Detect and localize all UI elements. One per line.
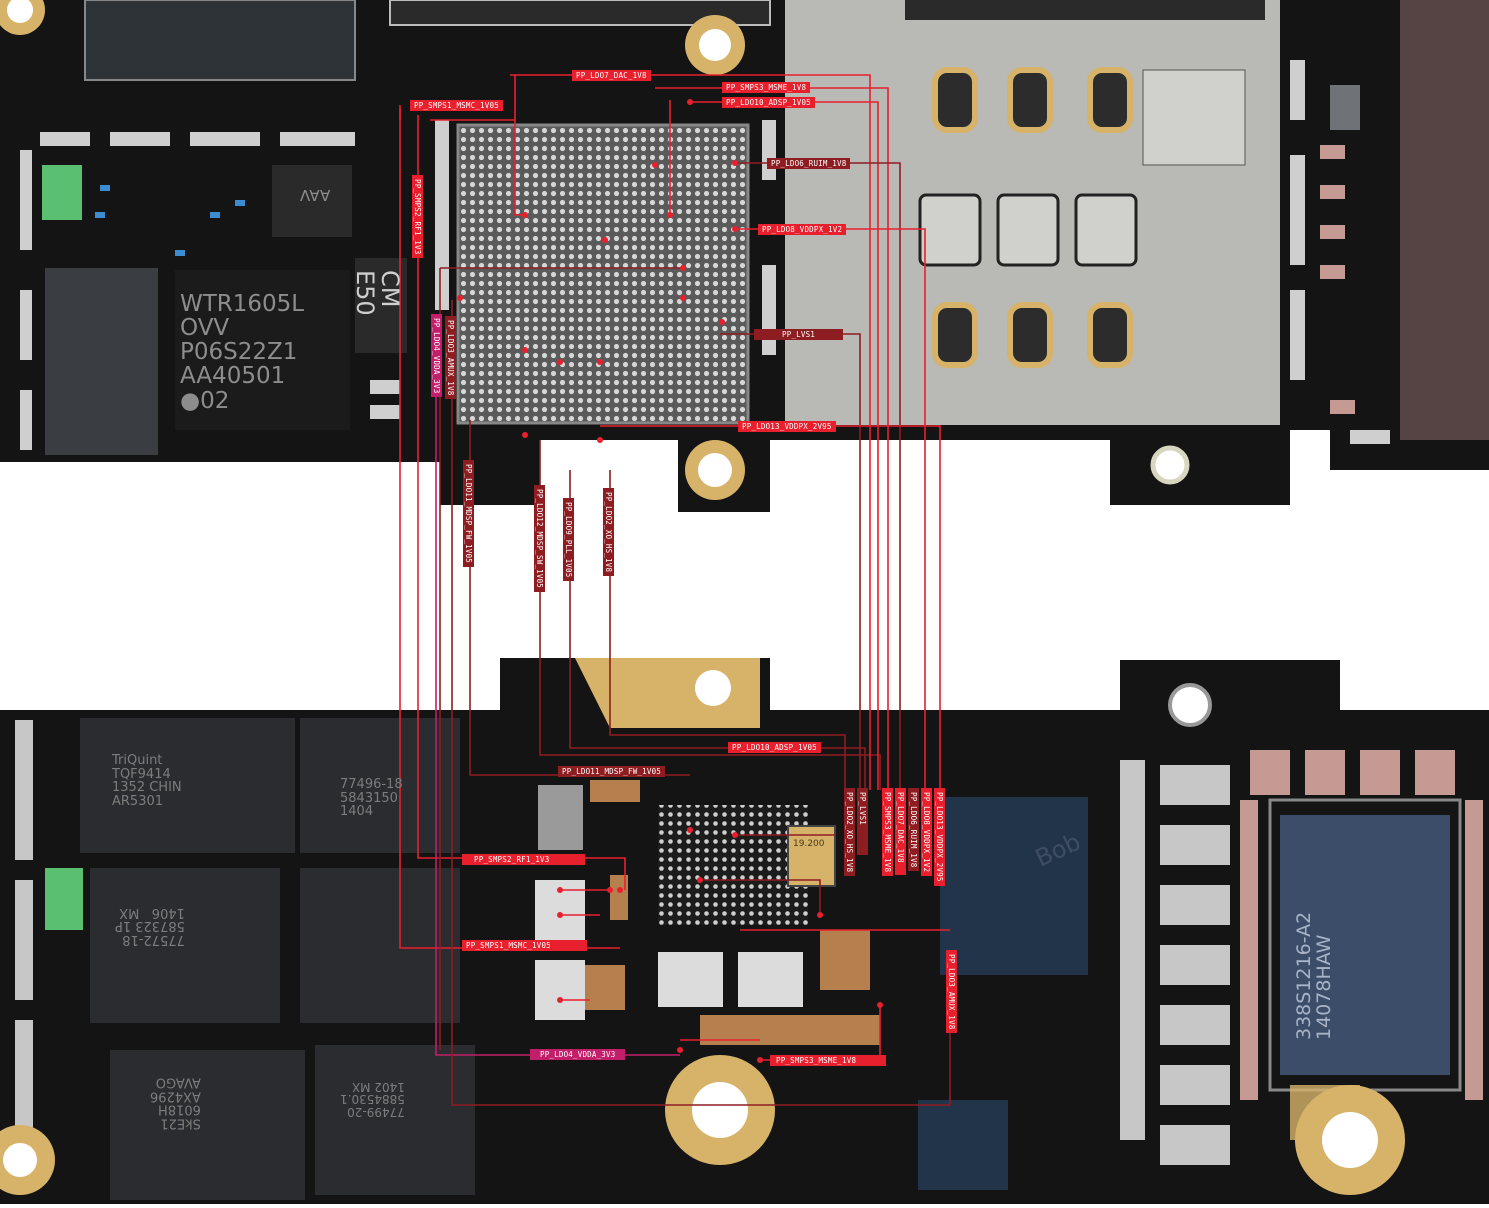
cm-chip-marking: CM E50 xyxy=(350,270,404,316)
wtr-chip-marking: WTR1605L OVV P06S22Z1 AA40501 ●02 xyxy=(180,291,305,414)
label-top-ldo8: PP_LDO8_VDDPX_1V2 xyxy=(758,224,847,235)
trace-endpoint xyxy=(677,1047,683,1053)
label-bottom-smps2: PP_SMPS2_RF1_1V3 xyxy=(462,854,586,865)
trace-endpoint xyxy=(522,347,528,353)
label-bottom-ldo11: PP_LDO11_MDSP_FW_1V05 xyxy=(558,766,666,777)
label-bottom-smps3-vertical: PP_SMPS3_MSME_1V8 xyxy=(882,788,893,877)
aav-chip-marking: AAV xyxy=(300,185,331,204)
trace-line xyxy=(430,100,671,215)
label-bottom-ldo3-vertical: PP_LDO3_AMUX_1V8 xyxy=(946,950,957,1034)
trace-endpoint xyxy=(607,887,613,893)
trace-line xyxy=(514,75,525,216)
label-top-ldo11-vertical: PP_LDO11_MDSP_FW_1V05 xyxy=(463,460,474,568)
bottom-board xyxy=(0,658,1489,1204)
trace-endpoint xyxy=(557,359,563,365)
trace-endpoint xyxy=(522,212,528,218)
top-board xyxy=(0,0,1489,512)
trace-line xyxy=(539,440,881,790)
triquint-chip-marking: TriQuint TQF9414 1352 CHIN AR5301 xyxy=(112,753,182,809)
trace-endpoint xyxy=(687,827,693,833)
label-top-ldo3-vertical: PP_LDO3_AMUX_1V8 xyxy=(445,316,456,400)
trace-endpoint xyxy=(597,359,603,365)
trace-endpoint xyxy=(617,887,623,893)
label-bottom-smps3: PP_SMPS3_MSME_1V8 xyxy=(770,1055,887,1066)
label-bottom-ldo4: PP_LDO4_VDDA_3V3 xyxy=(530,1049,626,1060)
label-bottom-ldo10: PP_LDO10_ADSP_1V05 xyxy=(728,742,821,753)
label-bottom-ldo7-vertical: PP_LDO7_DAC_1V8 xyxy=(895,788,906,875)
label-top-smps3: PP_SMPS3_MSME_1V8 xyxy=(722,82,811,93)
trace-line xyxy=(560,889,760,1041)
label-top-smps2-vertical: PP_SMPS2_RF1_1V3 xyxy=(412,175,423,259)
trace-line xyxy=(600,425,941,790)
trace-endpoint xyxy=(757,1057,763,1063)
trace-endpoint xyxy=(877,1002,883,1008)
trace-line xyxy=(700,834,835,915)
trace-endpoint xyxy=(687,99,693,105)
trace-endpoint xyxy=(602,237,608,243)
trace-endpoint xyxy=(557,887,563,893)
trace-line xyxy=(609,470,846,790)
label-top-ldo9-vertical: PP_LDO9_PLL_1V05 xyxy=(563,498,574,582)
label-bottom-lvs1-vertical: PP_LVS1 xyxy=(857,788,868,856)
label-bottom-ldo6-vertical: PP_LDO6_RUIM_1V8 xyxy=(908,788,919,872)
trace-endpoint xyxy=(732,832,738,838)
label-bottom-smps1: PP_SMPS1_MSMC_1V05 xyxy=(462,940,587,951)
label-bottom-ldo13-vertical: PP_LDO13_VDDPX_2V95 xyxy=(934,788,945,886)
trace-endpoint xyxy=(557,912,563,918)
trace-endpoint xyxy=(732,160,738,166)
label-top-ldo12-vertical: PP_LDO12_MDSP_SW_1V05 xyxy=(534,485,545,593)
trace-endpoint xyxy=(557,997,563,1003)
trace-line xyxy=(451,300,951,1106)
label-top-ldo2-vertical: PP_LDO2_XO_HS_1V8 xyxy=(603,488,614,577)
trace-endpoint xyxy=(697,877,703,883)
trace-endpoint xyxy=(817,912,823,918)
label-top-smps1: PP_SMPS1_MSMC_1V05 xyxy=(410,100,503,111)
sky-chip-marking: SkE21 6018H AX4296 AVAGO xyxy=(150,1074,201,1131)
apple-chip-marking: 338S1216-A2 14078HAW xyxy=(1293,911,1335,1040)
trace-endpoint xyxy=(719,319,725,325)
label-top-ldo4-vertical: PP_LDO4_VDDA_3V3 xyxy=(431,314,442,398)
trace-layer xyxy=(399,74,951,1106)
trace-endpoint xyxy=(680,265,686,271)
label-top-ldo13: PP_LDO13_VDDPX_2V95 xyxy=(738,421,836,432)
label-top-ldo10: PP_LDO10_ADSP_1V05 xyxy=(722,97,815,108)
trace-endpoint xyxy=(522,432,528,438)
label-top-ldo7: PP_LDO7_DAC_1V8 xyxy=(572,70,651,81)
trace-endpoint xyxy=(652,162,658,168)
trace-endpoint xyxy=(680,295,686,301)
label-bottom-ldo8-vertical: PP_LDO8_VDDPX_1V2 xyxy=(921,788,932,877)
trace-endpoint xyxy=(597,437,603,443)
x77572-chip-marking: 77572-18 587323 1P 1406 MX xyxy=(115,904,185,947)
trace-line xyxy=(569,470,866,800)
x77496-chip-marking: 77496-18 5843150 1404 xyxy=(340,777,403,820)
label-top-ldo6: PP_LDO6_RUIM_1V8 xyxy=(767,158,851,169)
label-top-lvs1: PP_LVS1 xyxy=(754,329,844,340)
trace-line xyxy=(439,267,682,1050)
trace-endpoint xyxy=(732,226,738,232)
trace-endpoint xyxy=(667,212,673,218)
crystal-marking: 19.200 xyxy=(793,839,825,849)
trace-endpoint xyxy=(457,295,463,301)
x7749920-chip-marking: 77499-20 5884530.1 1402 MX xyxy=(340,1079,405,1119)
label-bottom-ldo2-vertical: PP_LDO2_XO_HS_1V8 xyxy=(844,788,855,877)
